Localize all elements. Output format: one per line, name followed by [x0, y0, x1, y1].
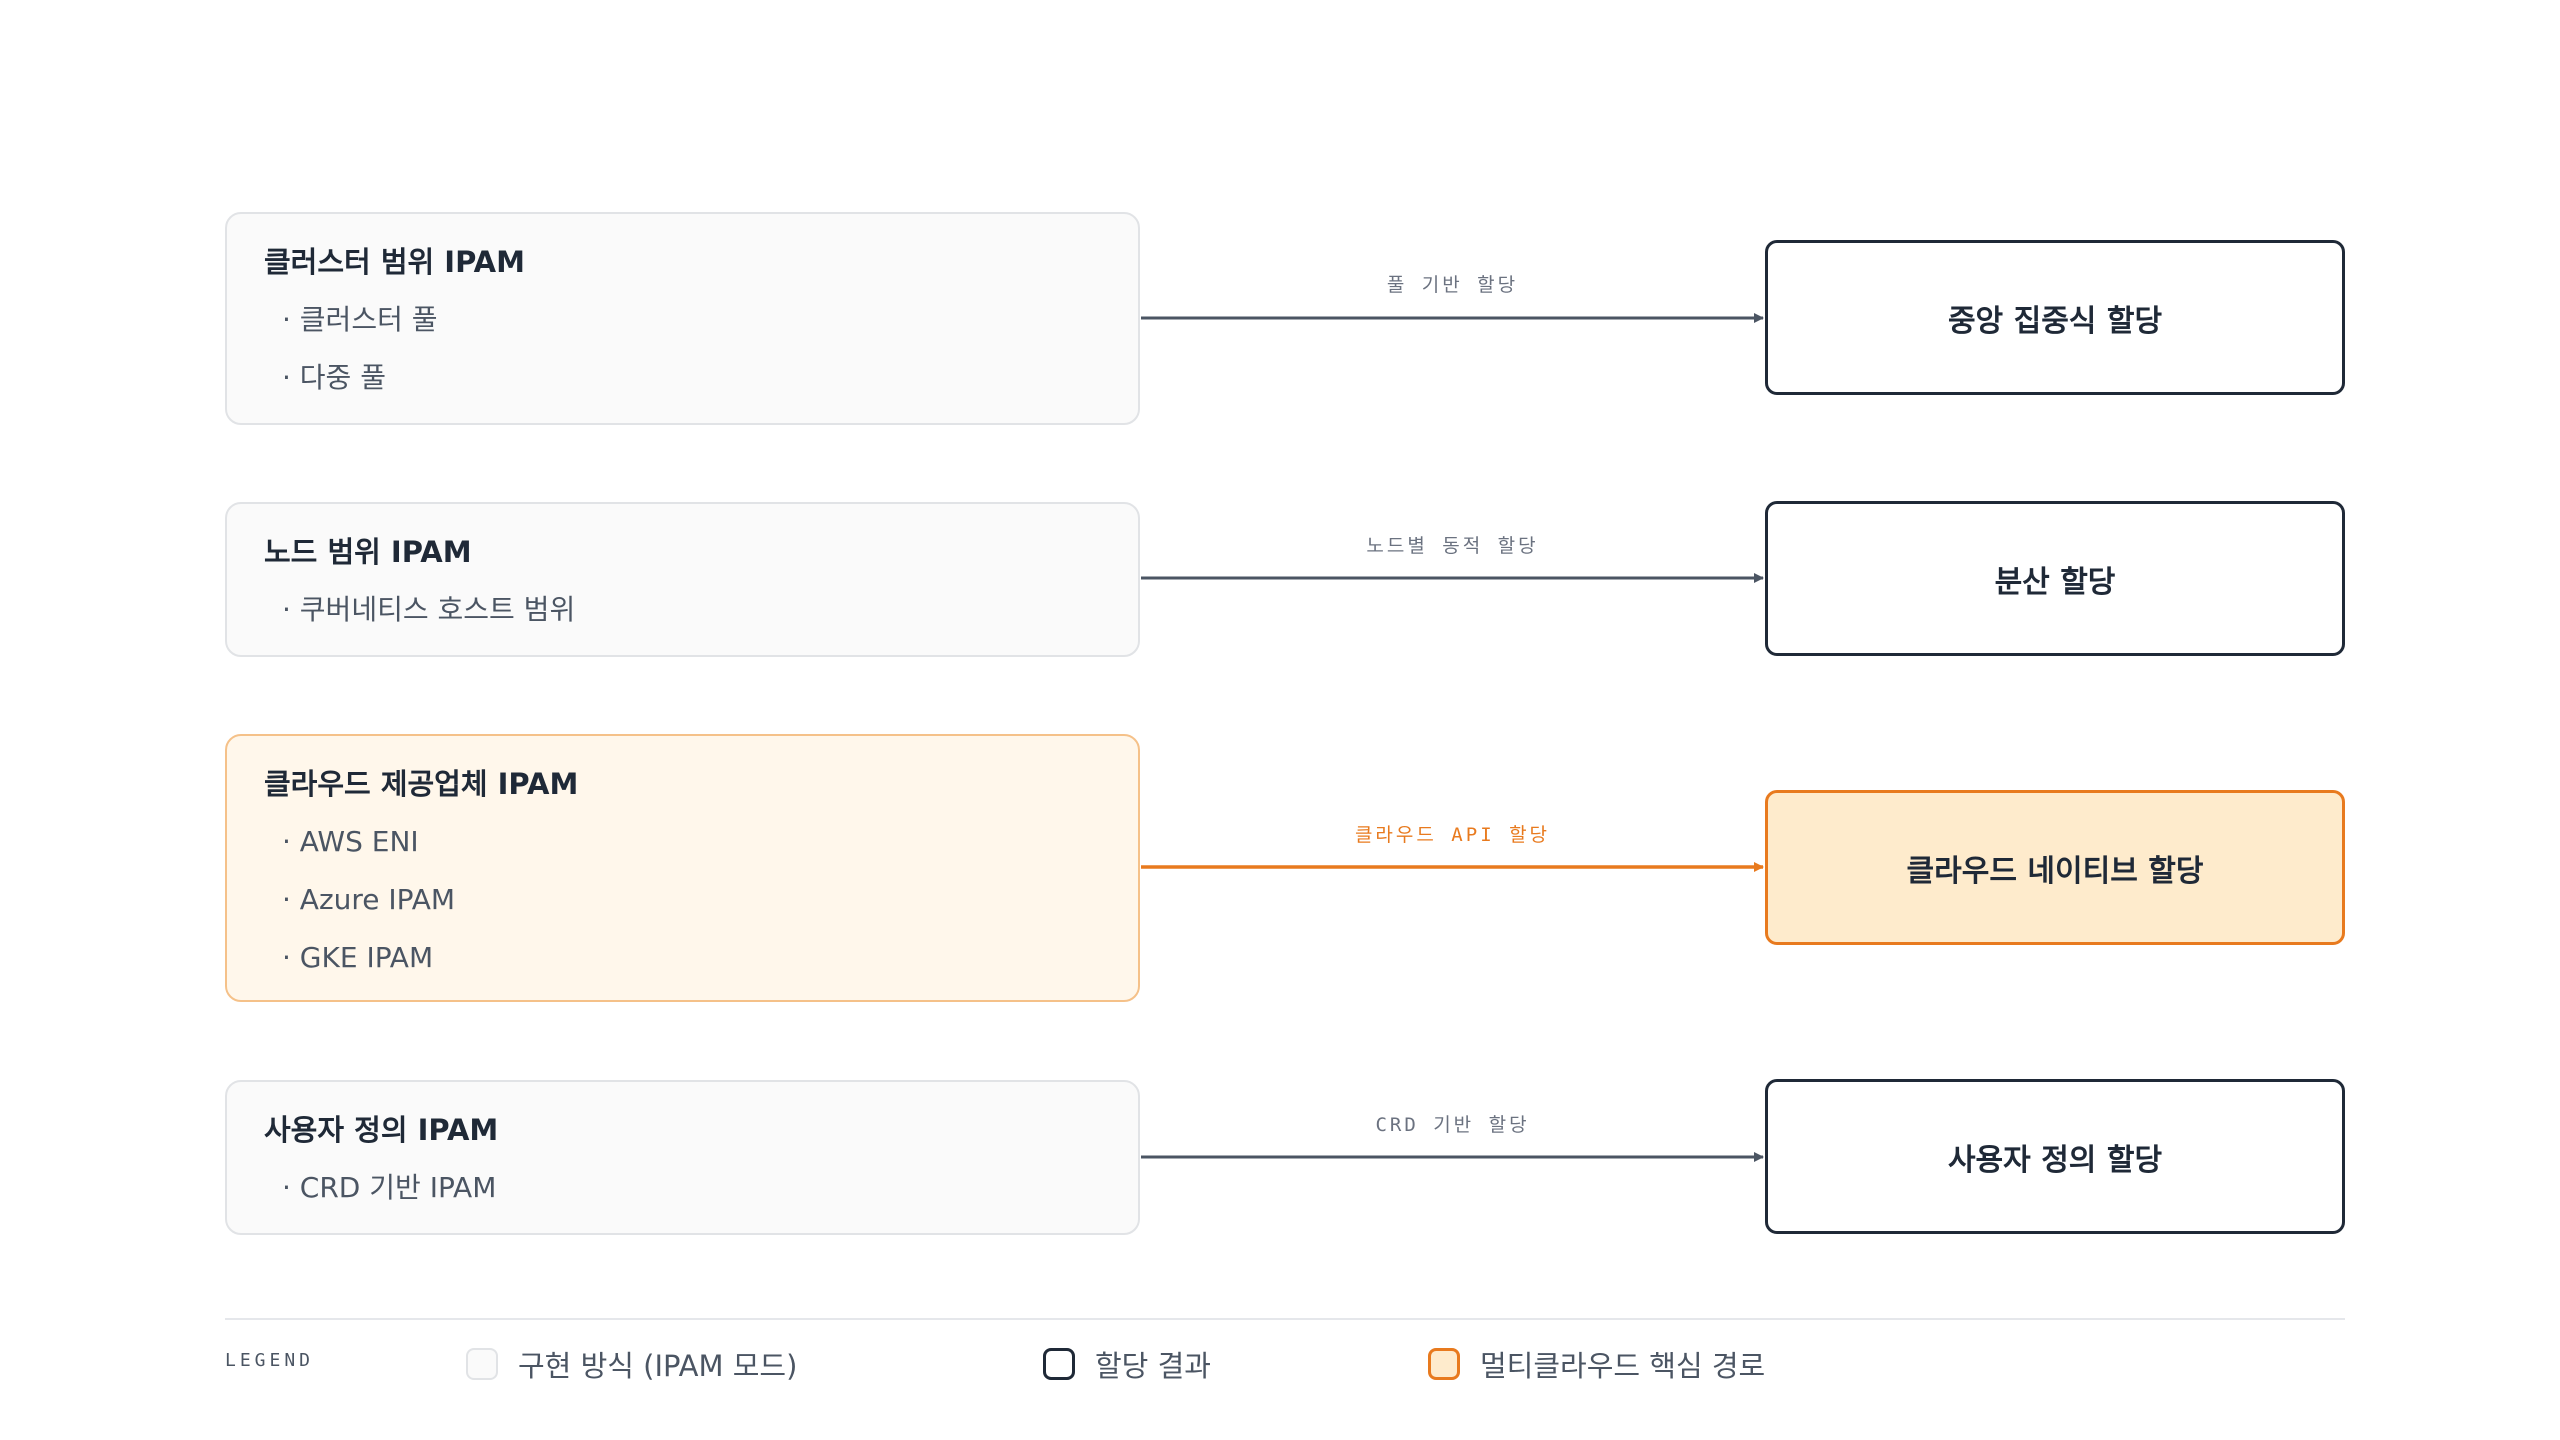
mode-box-cluster-ipam: 클러스터 범위 IPAM · 클러스터 풀 · 다중 풀 — [225, 212, 1140, 425]
legend-item-result: 할당 결과 — [1043, 1343, 1211, 1385]
result-box-custom: 사용자 정의 할당 — [1765, 1079, 2345, 1234]
legend-swatch-mode — [466, 1348, 498, 1380]
legend-title: LEGEND — [225, 1350, 315, 1371]
mode-item: · Azure IPAM — [282, 883, 456, 916]
mode-title: 사용자 정의 IPAM — [264, 1113, 499, 1147]
mode-item: · 클러스터 풀 — [282, 303, 438, 336]
arrow-label-custom: CRD 기반 할당 — [1375, 1114, 1530, 1136]
legend-swatch-result — [1043, 1348, 1075, 1380]
result-box-distributed: 분산 할당 — [1765, 501, 2345, 656]
mode-item: · AWS ENI — [282, 825, 419, 858]
mode-title: 클러스터 범위 IPAM — [264, 245, 525, 279]
arrow-label-cluster: 풀 기반 할당 — [1386, 274, 1519, 296]
result-box-centralized: 중앙 집중식 할당 — [1765, 240, 2345, 395]
legend-swatch-multicloud — [1428, 1348, 1460, 1380]
mode-box-custom-ipam: 사용자 정의 IPAM · CRD 기반 IPAM — [225, 1080, 1140, 1235]
mode-item: · 쿠버네티스 호스트 범위 — [282, 593, 576, 626]
result-box-cloud-native: 클라우드 네이티브 할당 — [1765, 790, 2345, 945]
mode-box-node-ipam: 노드 범위 IPAM · 쿠버네티스 호스트 범위 — [225, 502, 1140, 657]
arrow-label-cloud: 클라우드 API 할당 — [1354, 824, 1551, 846]
legend-item-multicloud: 멀티클라우드 핵심 경로 — [1428, 1343, 1765, 1385]
mode-item: · 다중 풀 — [282, 361, 386, 394]
legend-label-result: 할당 결과 — [1095, 1349, 1211, 1383]
legend-label-multicloud: 멀티클라우드 핵심 경로 — [1480, 1349, 1766, 1383]
legend-divider — [225, 1318, 2345, 1320]
mode-box-cloud-ipam: 클라우드 제공업체 IPAM · AWS ENI · Azure IPAM · … — [225, 734, 1140, 1002]
legend-label-mode: 구현 방식 (IPAM 모드) — [518, 1349, 798, 1383]
mode-title: 클라우드 제공업체 IPAM — [264, 767, 579, 801]
legend-item-mode: 구현 방식 (IPAM 모드) — [466, 1343, 797, 1385]
mode-item: · CRD 기반 IPAM — [282, 1171, 497, 1204]
mode-title: 노드 범위 IPAM — [264, 535, 472, 569]
arrow-label-node: 노드별 동적 할당 — [1366, 535, 1539, 557]
mode-item: · GKE IPAM — [282, 941, 434, 974]
